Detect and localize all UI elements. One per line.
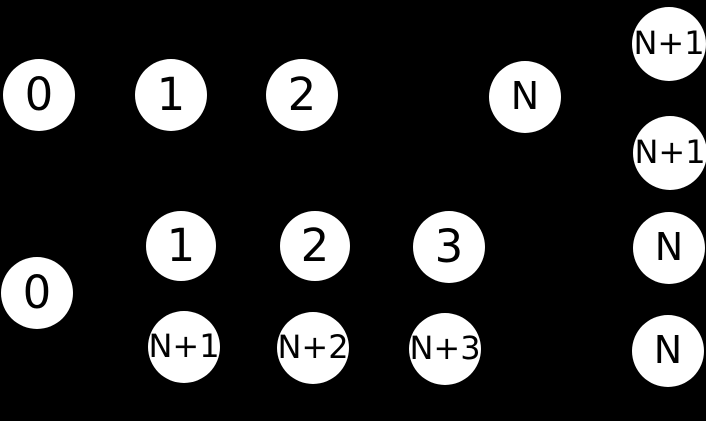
node-top-1: 1 [135,59,207,131]
node-label: N [654,225,684,269]
node-bottom-2: 2 [280,211,350,281]
node-bottom-n-upper: N [633,212,705,284]
node-top-n: N [489,61,561,133]
node-label: 0 [24,67,54,121]
node-label: N [653,328,683,372]
node-label: N+1 [148,327,220,365]
node-label: 0 [22,265,52,319]
node-label: N+1 [634,133,706,171]
node-bottom-3: 3 [413,211,485,283]
node-label: 2 [300,218,330,272]
node-label: N+3 [409,329,481,367]
node-bottom-n-lower: N [632,315,704,387]
node-bottom-0: 0 [1,257,73,329]
node-label: 2 [287,67,317,121]
node-top-2: 2 [266,59,338,131]
node-label: N+1 [633,24,705,62]
node-top-n-plus-1-upper: N+1 [632,7,706,81]
node-label: 1 [156,67,186,121]
node-label: N+2 [277,328,349,366]
node-top-0: 0 [3,59,75,131]
node-top-n-plus-1-lower: N+1 [633,116,706,190]
node-bottom-1: 1 [146,211,216,281]
node-label: 1 [166,218,196,272]
node-bottom-n-plus-2: N+2 [277,312,349,384]
node-label: 3 [434,219,464,273]
node-bottom-n-plus-3: N+3 [409,313,481,385]
node-label: N [510,74,540,118]
node-bottom-n-plus-1: N+1 [148,311,220,383]
